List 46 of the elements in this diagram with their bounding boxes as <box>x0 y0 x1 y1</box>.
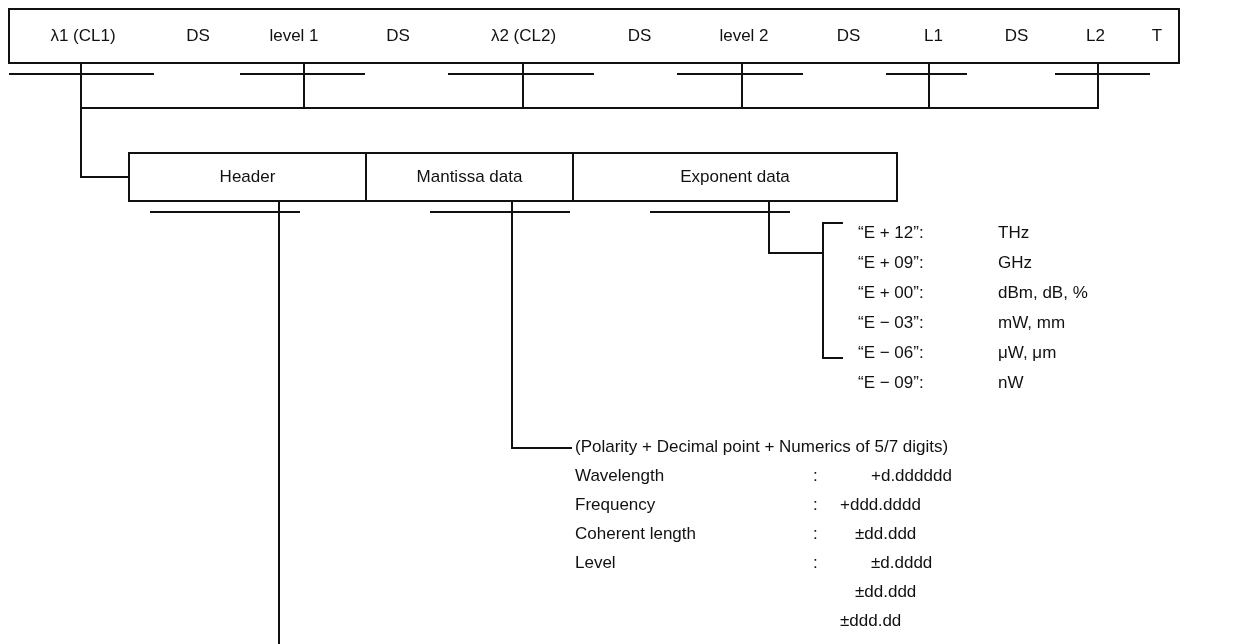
format-value: +d.dddddd <box>871 465 952 487</box>
exponent-code: “E + 00”: <box>858 282 924 304</box>
quantity-name: Wavelength <box>575 465 665 487</box>
quantity-name: Level <box>575 552 616 574</box>
format-field: DS <box>599 8 682 64</box>
colon-separator: : <box>813 494 818 516</box>
unit-text: THz <box>998 222 1030 244</box>
format-field: T <box>1136 8 1180 64</box>
format-value: ±dd.ddd <box>855 581 917 603</box>
data-field: Exponent data <box>572 152 898 202</box>
connector-line <box>511 201 573 449</box>
quantity-name: Coherent length <box>575 523 696 545</box>
quantity-name: Frequency <box>575 494 656 516</box>
colon-separator: : <box>813 465 818 487</box>
format-note: (Polarity + Decimal point + Numerics of 5/7 digits) <box>575 436 949 458</box>
format-field: L1 <box>889 8 980 64</box>
format-field: level 1 <box>240 8 350 64</box>
format-value: ±ddd.dd <box>840 610 902 632</box>
format-field: λ2 (CL2) <box>448 8 601 64</box>
exponent-code: “E − 06”: <box>858 342 924 364</box>
format-field: level 2 <box>680 8 810 64</box>
data-field: Header <box>128 152 367 202</box>
format-field: L2 <box>1055 8 1138 64</box>
exponent-code: “E − 09”: <box>858 372 924 394</box>
format-field: DS <box>978 8 1057 64</box>
exponent-code: “E + 09”: <box>858 252 924 274</box>
unit-text: μW, μm <box>998 342 1057 364</box>
format-field: DS <box>156 8 242 64</box>
format-field: λ1 (CL1) <box>8 8 158 64</box>
format-value: ±dd.ddd <box>855 523 917 545</box>
connector-line <box>768 201 824 254</box>
data-field: Mantissa data <box>365 152 574 202</box>
connector-line <box>80 63 1099 178</box>
unit-text: nW <box>998 372 1024 394</box>
connector-line <box>278 201 280 644</box>
colon-separator: : <box>813 523 818 545</box>
exponent-code: “E + 12”: <box>858 222 924 244</box>
exponent-code: “E − 03”: <box>858 312 924 334</box>
unit-text: mW, mm <box>998 312 1066 334</box>
format-value: ±d.dddd <box>871 552 933 574</box>
colon-separator: : <box>813 552 818 574</box>
format-value: +ddd.dddd <box>840 494 921 516</box>
unit-text: GHz <box>998 252 1032 274</box>
unit-text: dBm, dB, % <box>998 282 1088 304</box>
format-field: DS <box>348 8 450 64</box>
format-field: DS <box>808 8 891 64</box>
